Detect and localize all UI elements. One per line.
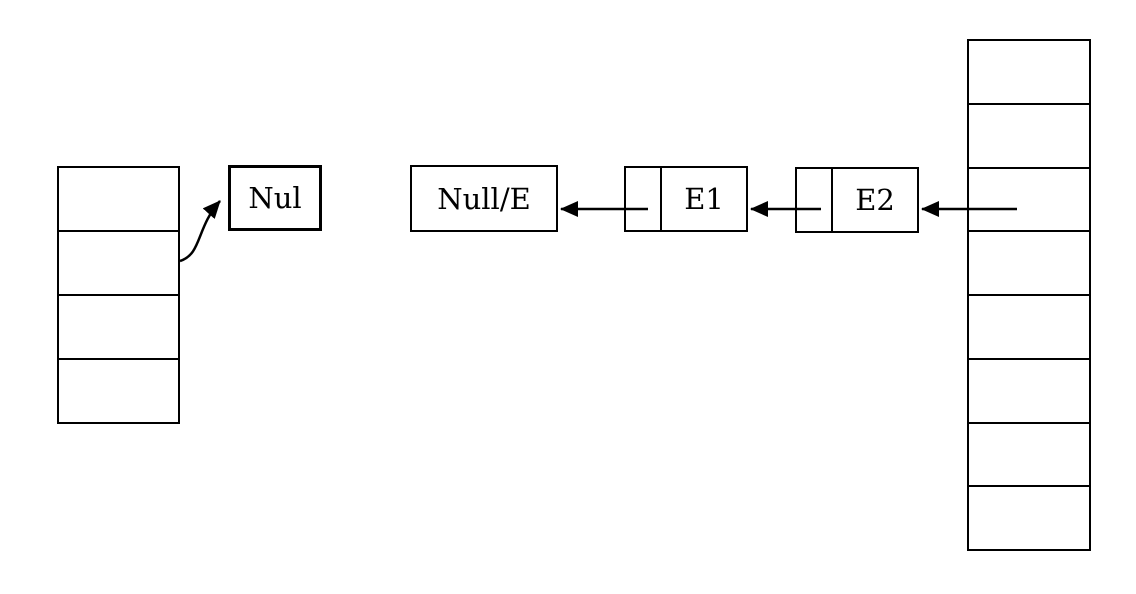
node-e1-value-cell: E1 xyxy=(662,168,746,230)
array-cell xyxy=(59,232,178,296)
list-node-e2: E2 xyxy=(795,167,919,233)
nul-box-label: Nul xyxy=(248,181,302,215)
nul-box: Nul xyxy=(228,165,322,231)
null-e-box: Null/E xyxy=(410,165,558,232)
right-bucket-array xyxy=(967,39,1091,551)
array-cell xyxy=(969,424,1089,488)
array-cell xyxy=(59,360,178,422)
curved-arrow-left-array-to-nul xyxy=(179,200,221,263)
array-cell xyxy=(969,296,1089,360)
array-cell xyxy=(969,360,1089,424)
node-e1-label: E1 xyxy=(684,182,724,216)
node-e1-pointer-cell xyxy=(626,168,662,230)
array-cell xyxy=(969,487,1089,549)
array-cell xyxy=(59,168,178,232)
array-cell xyxy=(969,169,1089,233)
node-e2-pointer-cell xyxy=(797,169,833,231)
array-cell xyxy=(969,232,1089,296)
array-cell xyxy=(969,41,1089,105)
node-e2-value-cell: E2 xyxy=(833,169,917,231)
left-bucket-array xyxy=(57,166,180,424)
array-cell xyxy=(969,105,1089,169)
null-e-box-label: Null/E xyxy=(437,181,531,216)
node-e2-label: E2 xyxy=(855,183,895,217)
list-node-e1: E1 xyxy=(624,166,748,232)
array-cell xyxy=(59,296,178,360)
